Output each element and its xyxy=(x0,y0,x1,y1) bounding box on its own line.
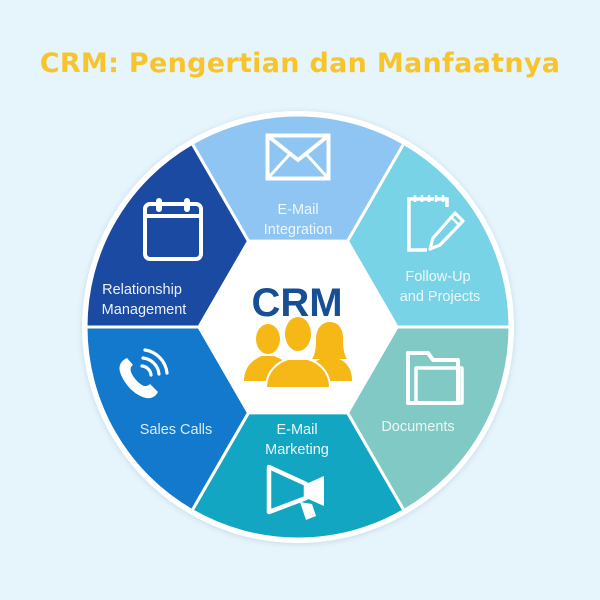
notepad-pencil-icon xyxy=(407,195,465,252)
segment-label: Management xyxy=(102,302,187,318)
segment-label: Follow-Up xyxy=(405,269,470,285)
phone-ringing-icon xyxy=(119,348,169,399)
segment-email-marketing-shape xyxy=(190,411,406,541)
segment-email-integration[interactable]: E-Mail Integration xyxy=(190,113,406,243)
segment-sales-calls[interactable]: Sales Calls xyxy=(84,325,250,513)
people-group-icon xyxy=(244,317,352,389)
segment-relationship-management[interactable]: Relationship Management xyxy=(84,141,250,329)
segment-label: Documents xyxy=(381,419,454,435)
megaphone-icon xyxy=(266,464,324,520)
segment-email-marketing[interactable]: E-Mail Marketing xyxy=(190,411,406,541)
segment-documents-shape xyxy=(346,325,512,513)
envelope-icon xyxy=(265,133,331,181)
folder-icon xyxy=(406,351,464,405)
segment-label: Marketing xyxy=(265,442,329,458)
segment-label: E-Mail xyxy=(276,422,317,438)
segment-follow-up-projects[interactable]: Follow-Up and Projects xyxy=(346,141,512,329)
segment-label: Integration xyxy=(264,222,333,238)
segment-label: E-Mail xyxy=(277,202,318,218)
segment-label: Sales Calls xyxy=(140,422,213,438)
segment-follow-up-projects-shape xyxy=(346,141,512,329)
page-title: CRM: Pengertian dan Manfaatnya xyxy=(39,48,561,79)
segment-relationship-management-shape xyxy=(84,141,250,329)
segment-label: Relationship xyxy=(102,282,182,298)
calendar-icon xyxy=(143,198,203,261)
segment-documents[interactable]: Documents xyxy=(346,325,512,513)
segment-label: and Projects xyxy=(400,289,481,305)
